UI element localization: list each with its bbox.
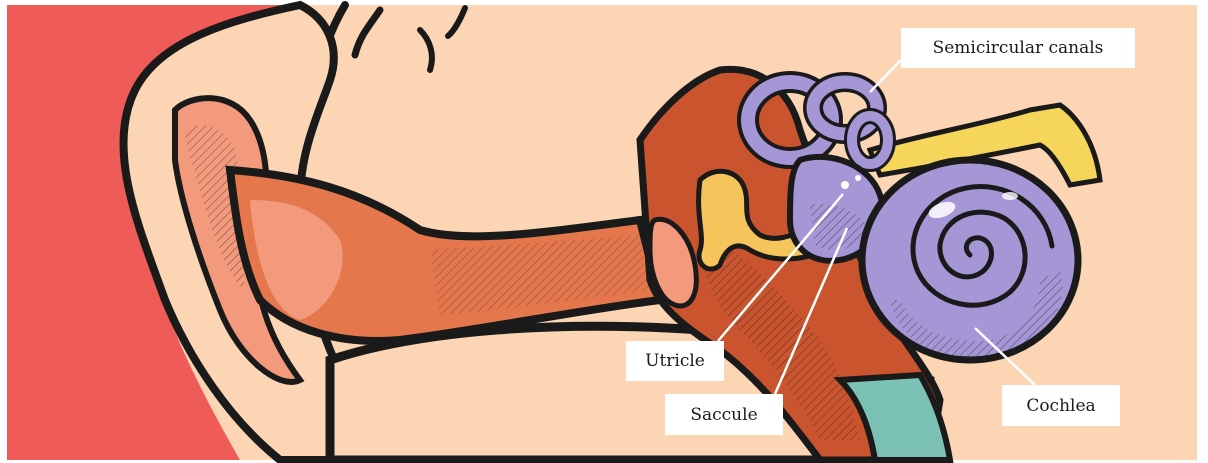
highlight [855,175,861,181]
label-saccule: Saccule [665,394,783,435]
label-cochlea: Cochlea [1002,385,1120,426]
highlight [841,181,849,189]
label-utricle: Utricle [626,341,724,381]
cochlea [862,160,1078,360]
label-semicircular-canals: Semicircular canals [901,28,1135,68]
